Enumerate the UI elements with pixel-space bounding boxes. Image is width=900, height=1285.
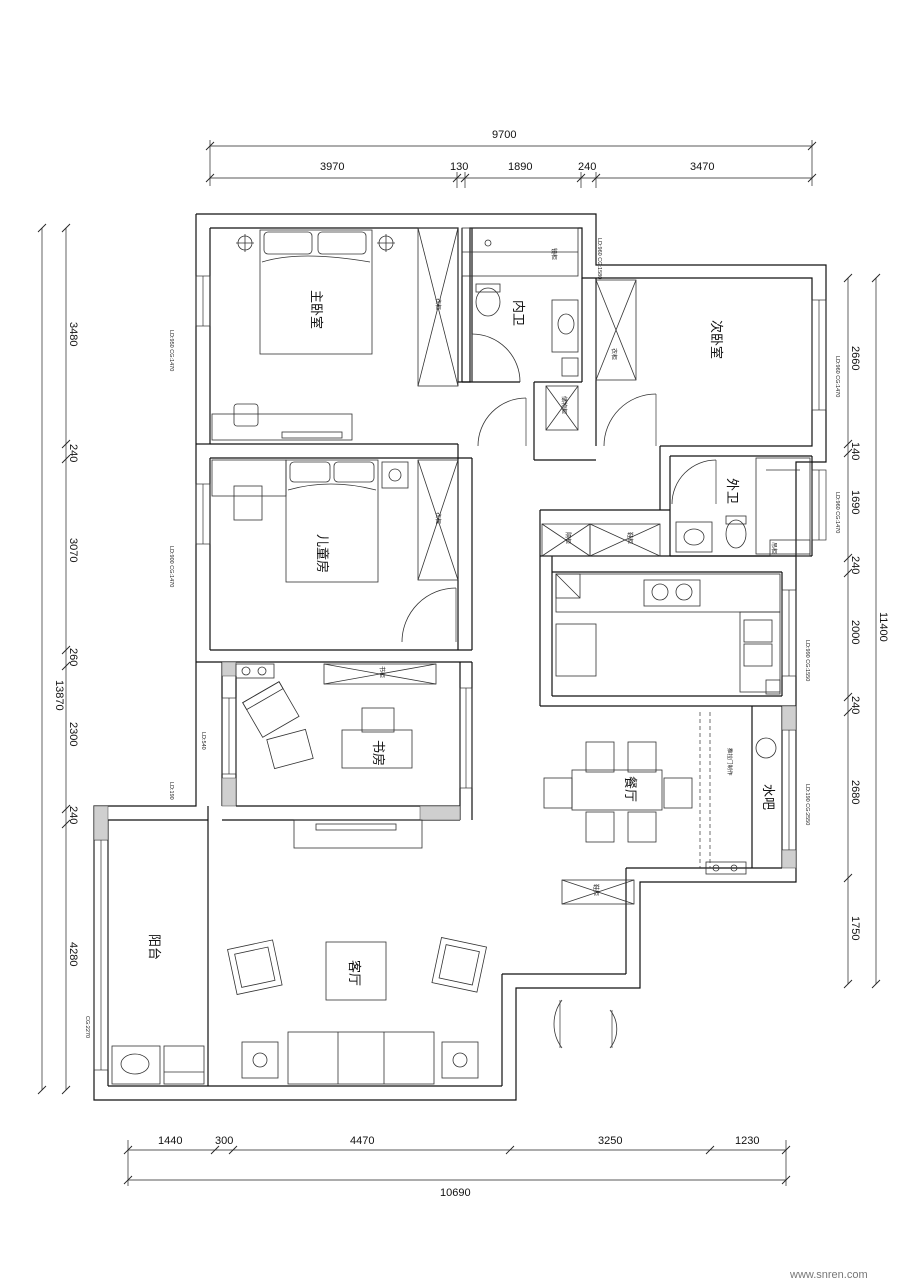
water-bar-label: 水吧 [760,784,775,810]
hutch-label: 隔柜 [564,532,572,544]
left-total-dim: 13870 [53,680,65,711]
right-dim-6: 240 [849,696,861,714]
tall-cabinet-label: 吊柜 [770,542,778,554]
wardrobe-label-a: 衣柜 [434,298,442,310]
water-bar: 水吧 LD:190 CG:2550 [705,737,810,875]
right-dim-8: 1750 [849,916,861,940]
bottom-dim-3: 4470 [350,1135,374,1147]
shoe-cabinet-label: 鞋柜 [626,532,634,544]
right-dimension-chain: 11400 2660 140 1690 240 2000 240 2680 17… [843,273,889,989]
dining-label: 餐厅 [622,776,638,802]
note-balcony: CG:2270 [84,1016,90,1038]
top-dim-4: 240 [578,161,596,173]
storage-cabinet: 储物柜 [477,385,579,447]
note-kids: LD:900 CG:1470 [168,546,174,587]
bookcase-label: 书柜 [378,666,386,678]
wardrobe-label-b: 衣柜 [434,512,442,524]
bottom-dim-2: 300 [215,1135,233,1147]
note-inner-bath: LD:960 CG:1580 [596,238,602,279]
inner-bath-label: 内卫 [510,300,526,326]
left-dim-2: 240 [67,444,79,462]
study-label: 书房 [370,740,386,766]
left-dim-3: 3070 [67,538,79,562]
top-dim-5: 3470 [690,161,714,173]
note-master: LD:950 CG:1470 [168,330,174,371]
windows [93,275,827,1071]
bottom-total-dim: 10690 [440,1187,471,1199]
master-bedroom: 主卧室 衣柜 LD:950 CG:1470 [168,227,459,441]
top-dim-3: 1890 [508,161,532,173]
top-total-dim: 9700 [492,129,516,141]
bottom-dim-5: 1230 [735,1135,759,1147]
balcony-label: 阳台 [146,934,161,960]
kitchen: LD:990 CG:1550 [555,573,810,695]
kids-room: 儿童房 衣柜 LD:900 CG:1470 [168,459,459,643]
bottom-dim-4: 3250 [598,1135,622,1147]
note-study-b: LD:190 [168,782,174,800]
left-dim-7: 4280 [67,942,79,966]
right-dim-2: 140 [849,442,861,460]
second-bedroom-label: 次卧室 [708,320,724,359]
right-dim-1: 2660 [849,346,861,370]
note-second: LD:960 CG:1470 [834,356,840,397]
bath-cabinet-label: 镜柜 [550,248,558,260]
left-dimension-chain: 13870 3480 240 3070 260 2300 240 4280 [37,223,79,1095]
note-kitchen: LD:990 CG:1550 [804,640,810,681]
top-dim-1: 3970 [320,161,344,173]
second-bedroom: 次卧室 衣柜 LD:960 CG:1470 [595,279,840,447]
living-room-label: 客厅 [346,960,362,986]
wardrobe-label-c: 衣柜 [610,348,618,360]
top-dimension-chain: 9700 3970 130 1890 240 3470 [205,129,817,188]
hall-cabinets: 隔柜 鞋柜 [541,523,661,557]
right-dim-3: 1690 [849,490,861,514]
dining: 餐厅 推拉门制作 [543,712,734,868]
right-dim-5: 2000 [849,620,861,644]
glass-door-label: 推拉门制作 [726,748,734,776]
outer-bath: 外卫 吊柜 LD:960 CG:1470 [671,457,840,557]
left-dim-6: 240 [67,806,79,824]
note-outer-bath: LD:960 CG:1470 [834,492,840,533]
living-room: 客厅 鞋柜 [227,819,635,1085]
master-bedroom-label: 主卧室 [308,290,324,329]
inner-bath: 内卫 镜柜 LD:960 CG:1580 [461,227,602,383]
note-study-a: LD:540 [200,732,206,750]
shoe-cabinet-label-b: 鞋柜 [592,884,600,896]
bottom-dimension-chain: 1440 300 4470 3250 1230 10690 [123,1135,791,1199]
watermark: www.snren.com [789,1269,868,1281]
right-dim-7: 2680 [849,780,861,804]
kids-room-label: 儿童房 [314,534,330,573]
note-waterbar: LD:190 CG:2550 [804,784,810,825]
left-dim-5: 2300 [67,722,79,746]
bottom-dim-1: 1440 [158,1135,182,1147]
outer-bath-label: 外卫 [724,478,739,504]
balcony: 阳台 CG:2270 [84,934,205,1085]
right-total-dim: 11400 [877,612,889,642]
left-dim-4: 260 [67,648,79,666]
top-dim-2: 130 [450,161,468,173]
storage-cabinet-label: 储物柜 [560,396,568,414]
right-dim-4: 240 [849,556,861,574]
left-dim-1: 3480 [67,322,79,346]
study: 书房 书柜 LD:540 LD:190 [168,663,437,800]
